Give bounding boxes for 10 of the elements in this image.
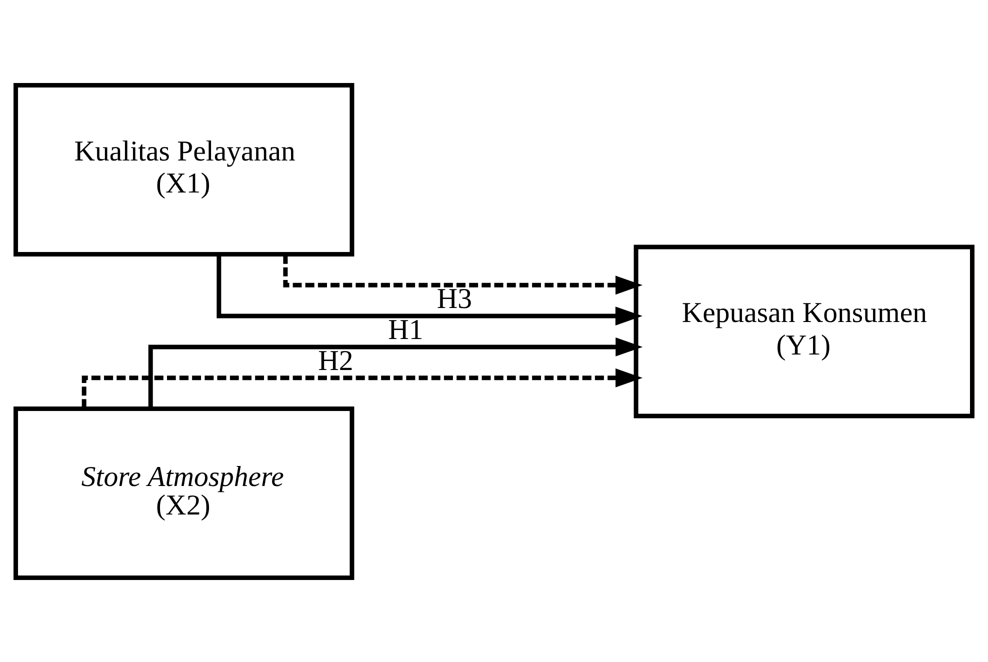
node-box: Kepuasan Konsumen (Y1) (634, 244, 974, 418)
edge-label: H2 (318, 344, 354, 376)
arrow (283, 254, 643, 294)
edge-label: H3 (436, 282, 472, 315)
arrow (148, 337, 643, 408)
arrow (216, 254, 642, 325)
arrow (82, 368, 643, 408)
node-box: Kualitas Pelayanan (X1) (14, 82, 354, 256)
node-box: Store Atmosphere (X2) (14, 406, 354, 580)
edge-label: H1 (388, 314, 424, 346)
